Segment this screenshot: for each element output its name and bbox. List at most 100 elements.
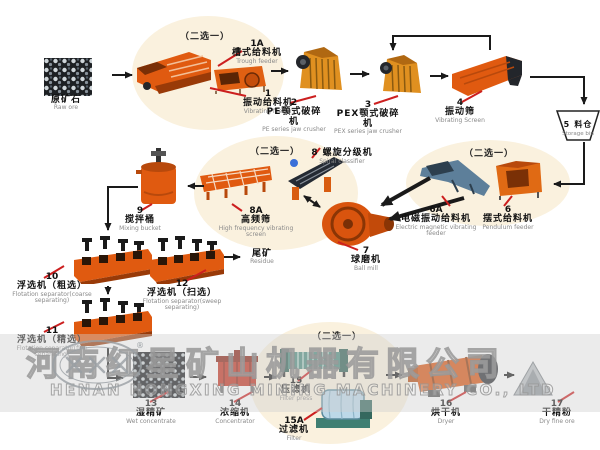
label-en: Raw ore (53, 104, 79, 112)
label-number: 8 (311, 148, 318, 158)
label-cn: 浓缩机 (219, 408, 250, 419)
label-en: Pendulum feeder (482, 223, 534, 231)
label-en: Trough feeder (236, 57, 278, 65)
label-en: Concentrator (215, 417, 255, 425)
label-number: 4 (456, 98, 464, 108)
label-en: Wet concentrate (126, 417, 176, 425)
label-number: 15 (289, 376, 303, 386)
label-en: Flotation separator(fine separating) (16, 344, 88, 359)
label-vibrating-screen: 4 振动筛 Vibrating Screen (428, 98, 492, 124)
label-connector-lines (43, 50, 575, 421)
vibrating-feeder-image (137, 52, 211, 94)
label-number: 10 (45, 272, 59, 282)
label-cn: 摆式给料机 (482, 214, 533, 225)
label-electromagnetic-feeder: 6A 电磁振动给料机 Electric magnetic vibrating f… (392, 205, 480, 238)
label-residue: 尾矿 Residue (240, 249, 284, 266)
label-en: Vibrating Screen (435, 116, 485, 124)
label-number: 11 (45, 326, 59, 336)
filter-press-image (280, 349, 348, 377)
label-dryer: 16 烘干机 Dryer (414, 399, 478, 425)
label-number: 7 (362, 246, 370, 256)
label-number: 9 (136, 206, 144, 216)
label-en: Residue (250, 258, 274, 266)
label-cn: PEX颚式破碎机 (336, 109, 400, 129)
flotation-machine-coarse-image (74, 236, 152, 284)
label-number: 6 (504, 205, 512, 215)
filter-image (316, 389, 372, 428)
label-cn: 过滤机 (278, 425, 309, 436)
high-frequency-screen-image (200, 166, 272, 200)
label-en: Dry fine ore (539, 417, 575, 425)
choose-one-tag-classifier: （二选一） (250, 147, 301, 157)
trough-feeder-image (214, 66, 266, 94)
label-number: 3 (364, 100, 372, 110)
dryer-image (408, 354, 498, 397)
label-mixing-bucket: 9 搅拌桶 Mixing bucket (112, 206, 168, 232)
label-number: 12 (175, 279, 189, 289)
concentrator-image (216, 350, 258, 393)
vibrating-screen-image (452, 56, 522, 96)
label-cn: 原矿石 (50, 95, 81, 105)
label-number: 1A (250, 39, 264, 49)
label-cn: 烘干机 (430, 408, 461, 419)
spiral-classifier-image (288, 157, 344, 200)
label-high-frequency-screen: 8A 高频筛 High frequency vibrating screen (212, 206, 300, 238)
label-concentrator: 14 浓缩机 Concentrator (200, 399, 270, 425)
label-cn: 料仓 (574, 120, 593, 129)
label-flotation-sweep: 12 浮选机（扫选） Flotation separator(sweep sep… (128, 279, 236, 312)
label-en: PE series jaw crusher (262, 126, 326, 134)
label-flotation-fine: 11 浮选机（精选） Flotation separator(fine sepa… (0, 326, 104, 359)
label-cn: 电磁振动给料机 (400, 214, 471, 225)
label-wet-concentrate: 13 湿精矿 Wet concentrate (116, 399, 186, 425)
label-en: Electric magnetic vibrating feeder (395, 223, 477, 238)
label-filter: 15A 过滤机 Filter (264, 416, 324, 442)
choose-one-tag-feeders-2: （二选一） (464, 149, 515, 159)
label-number: 6A (429, 205, 443, 215)
label-en: Filter press (279, 394, 313, 402)
label-cn: 浮选机（精选） (16, 335, 87, 346)
label-cn: 浮选机（粗选） (16, 281, 87, 292)
label-cn: 干精粉 (541, 408, 572, 419)
label-number: 1 (264, 89, 272, 99)
label-raw-ore: 原矿石 Raw ore (36, 95, 96, 112)
label-number: 2 (290, 98, 298, 108)
label-cn: 尾矿 (251, 249, 272, 259)
ball-mill-image (322, 202, 394, 246)
choose-one-tag-filters: （二选一） (312, 332, 363, 342)
label-cn: 高频筛 (240, 215, 271, 226)
mixing-bucket-image (136, 148, 176, 204)
label-cn: 压滤机 (280, 385, 311, 396)
pendulum-feeder-image (496, 161, 542, 200)
label-en: Filter (286, 434, 302, 442)
label-number: 5 (563, 120, 570, 129)
pex-jaw-crusher-image (380, 55, 421, 93)
label-cn: PE颚式破碎机 (266, 107, 322, 127)
label-ball-mill: 7 球磨机 Ball mill (340, 246, 392, 272)
label-pe-jaw-crusher: 2 PE颚式破碎机 PE series jaw crusher (262, 98, 326, 134)
label-trough-feeder: 1A 槽式给料机 Trough feeder (222, 39, 292, 65)
label-vibrating-feeder: 1 振动给料机 Vibrating feeder (234, 89, 302, 115)
dry-fine-ore-image (513, 360, 553, 396)
label-en: Flotation separator(sweep separating) (142, 297, 222, 312)
label-dry-fine-ore: 17 干精粉 Dry fine ore (524, 399, 590, 425)
label-cn: 振动给料机 (242, 98, 293, 109)
flotation-machine-sweep-image (150, 236, 224, 284)
label-number: 17 (550, 399, 564, 409)
raw-ore-image (44, 58, 92, 96)
electromagnetic-vibrating-feeder-image (420, 160, 490, 196)
label-pex-jaw-crusher: 3 PEX颚式破碎机 PEX series jaw crusher (332, 100, 404, 136)
label-cn: 搅拌桶 (124, 215, 155, 226)
choose-one-tag-feeders: （二选一） (180, 32, 231, 42)
label-filter-press: 15 压滤机 Filter press (268, 376, 324, 402)
label-en: Vibrating feeder (243, 107, 293, 115)
label-cn: 螺旋分级机 (322, 148, 373, 158)
label-en: Spiral classifier (319, 157, 365, 165)
label-number: 14 (228, 399, 242, 409)
label-en: PEX series jaw crusher (334, 128, 402, 136)
label-cn: 浮选机（扫选） (146, 288, 217, 299)
label-pendulum-feeder: 6 摆式给料机 Pendulum feeder (474, 205, 542, 231)
storage-bin-image (556, 110, 600, 141)
label-cn: 振动筛 (444, 107, 475, 118)
